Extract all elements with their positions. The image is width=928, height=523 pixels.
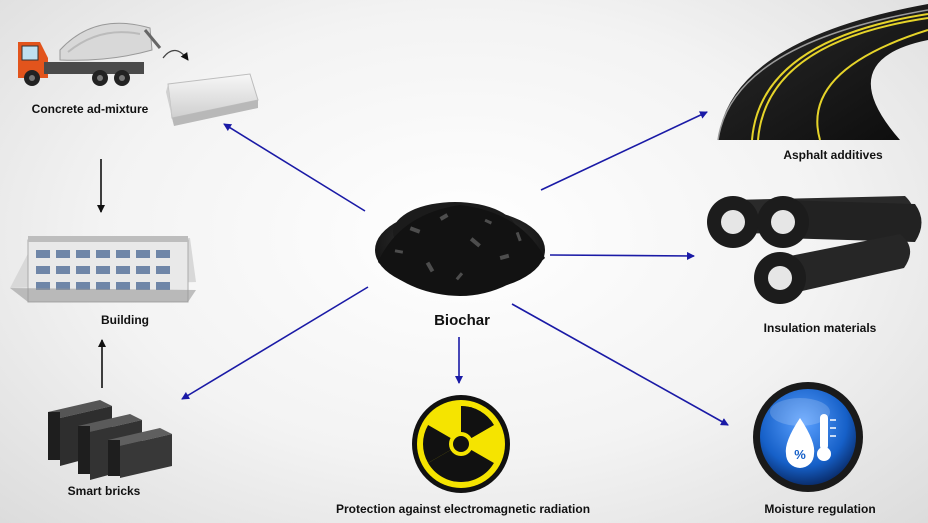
office-building-icon: [10, 236, 196, 303]
label-radiation-protection: Protection against electromagnetic radia…: [335, 502, 591, 516]
arrow-to-concrete: [223, 123, 366, 212]
asphalt-road-icon: [717, 4, 928, 141]
cement-mixer-truck-icon: [18, 22, 259, 126]
svg-text:%: %: [794, 447, 806, 462]
label-asphalt-additives: Asphalt additives: [783, 148, 883, 162]
insulation-pipes-icon: [707, 196, 922, 304]
moisture-gauge-icon: %: [753, 382, 863, 492]
arrow-to-insulation: [549, 251, 695, 260]
label-insulation-materials: Insulation materials: [763, 321, 877, 335]
arrow-to-asphalt: [540, 111, 708, 191]
center-label-biochar: Biochar: [434, 312, 490, 329]
arrow-to-bricks: [181, 286, 369, 400]
bricks-icon: [48, 400, 172, 480]
label-smart-bricks: Smart bricks: [67, 484, 141, 498]
label-moisture-regulation: Moisture regulation: [764, 502, 876, 516]
arrow-to-moisture: [511, 303, 729, 426]
arrows: [97, 111, 729, 426]
radiation-symbol-icon: [412, 395, 510, 493]
label-building: Building: [101, 313, 149, 327]
biochar-pile-icon: [375, 202, 545, 296]
label-concrete-ad-mixture: Concrete ad-mixture: [31, 102, 149, 116]
